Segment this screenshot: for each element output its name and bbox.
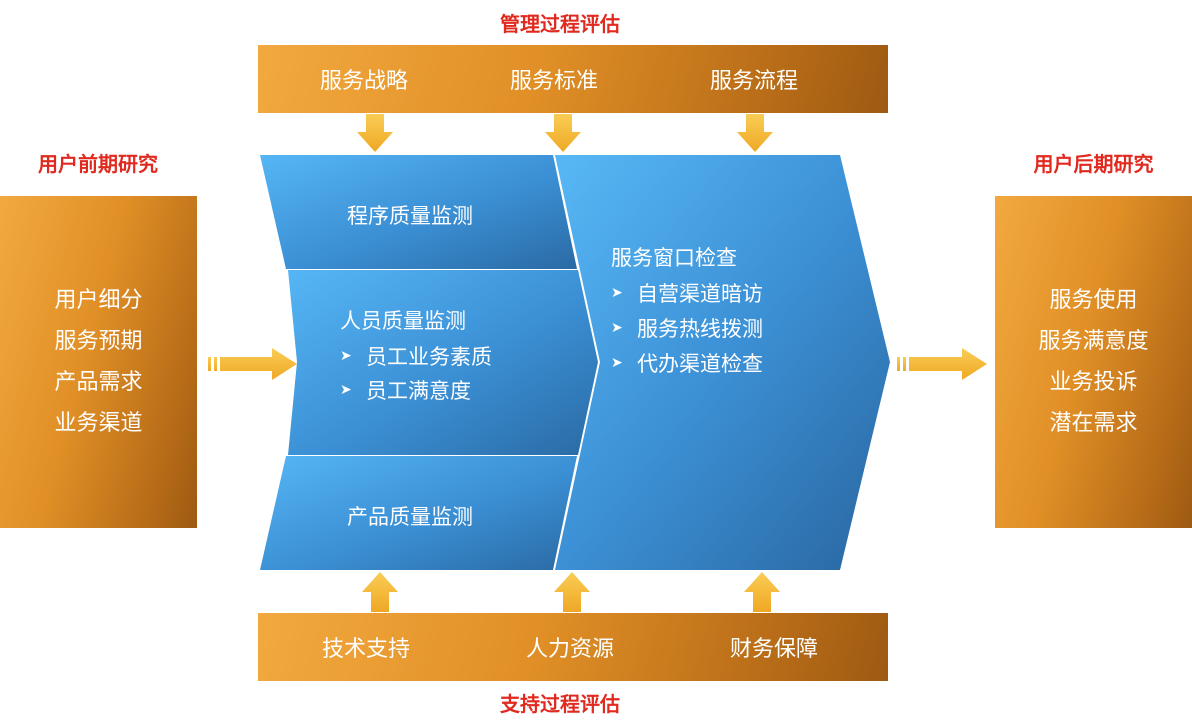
staff-quality-block — [288, 270, 598, 455]
list-item: 业务投诉 — [1049, 370, 1138, 395]
arrow-up-icon — [744, 572, 780, 612]
user-pre-research-title: 用户前期研究 — [38, 152, 158, 176]
support-process-bar: 技术支持 人力资源 财务保障 — [258, 613, 888, 681]
user-post-research-title: 用户后期研究 — [1033, 152, 1154, 176]
financial-support-label: 财务保障 — [730, 637, 819, 662]
list-item: 业务渠道 — [54, 411, 143, 436]
chevron-right-icon: ➤ — [611, 355, 623, 371]
arrow-up-icon — [362, 572, 398, 612]
service-process-label: 服务流程 — [710, 69, 799, 94]
product-quality-block — [260, 456, 577, 570]
service-standard-label: 服务标准 — [510, 69, 599, 94]
technical-support-label: 技术支持 — [322, 637, 411, 662]
management-process-title: 管理过程评估 — [500, 12, 620, 36]
program-quality-label: 程序质量监测 — [347, 204, 473, 228]
chevron-right-icon: ➤ — [611, 285, 623, 301]
program-quality-block — [260, 155, 577, 269]
service-strategy-label: 服务战略 — [320, 69, 409, 94]
bullet-text: 自营渠道暗访 — [637, 282, 763, 306]
chevron-right-icon: ➤ — [611, 320, 623, 336]
staff-quality-bullet: ➤ 员工业务素质 — [340, 341, 492, 371]
bullet-text: 员工业务素质 — [366, 345, 492, 369]
human-resources-label: 人力资源 — [526, 637, 615, 662]
list-item: 服务使用 — [1049, 288, 1138, 313]
arrow-right-icon — [208, 348, 297, 380]
list-item: 服务预期 — [54, 329, 143, 354]
management-process-bar: 服务战略 服务标准 服务流程 — [258, 45, 888, 113]
bullet-text: 员工满意度 — [366, 379, 471, 403]
service-window-bullet: ➤ 自营渠道暗访 — [611, 278, 763, 308]
arrow-up-icon — [554, 572, 590, 612]
service-window-heading: 服务窗口检查 — [611, 246, 737, 270]
chevron-right-icon: ➤ — [340, 348, 352, 364]
arrow-down-icon — [545, 114, 581, 152]
chevron-right-icon: ➤ — [340, 382, 352, 398]
user-pre-research-box: 用户细分 服务预期 产品需求 业务渠道 — [0, 196, 197, 528]
staff-quality-bullet: ➤ 员工满意度 — [340, 375, 471, 405]
list-item: 潜在需求 — [1049, 411, 1138, 436]
staff-quality-heading: 人员质量监测 — [340, 309, 466, 333]
product-quality-label: 产品质量监测 — [347, 505, 473, 529]
service-window-block — [555, 155, 890, 570]
bullet-text: 代办渠道检查 — [637, 352, 763, 376]
list-item: 产品需求 — [54, 370, 143, 395]
service-window-bullet: ➤ 代办渠道检查 — [611, 348, 763, 378]
service-window-bullet: ➤ 服务热线拨测 — [611, 313, 763, 343]
arrow-down-icon — [737, 114, 773, 152]
bullet-text: 服务热线拨测 — [637, 317, 763, 341]
list-item: 用户细分 — [54, 288, 143, 313]
arrow-down-icon — [357, 114, 393, 152]
support-process-title: 支持过程评估 — [500, 692, 620, 716]
user-post-research-box: 服务使用 服务满意度 业务投诉 潜在需求 — [995, 196, 1192, 528]
arrow-right-icon — [897, 348, 987, 380]
list-item: 服务满意度 — [1038, 329, 1149, 354]
